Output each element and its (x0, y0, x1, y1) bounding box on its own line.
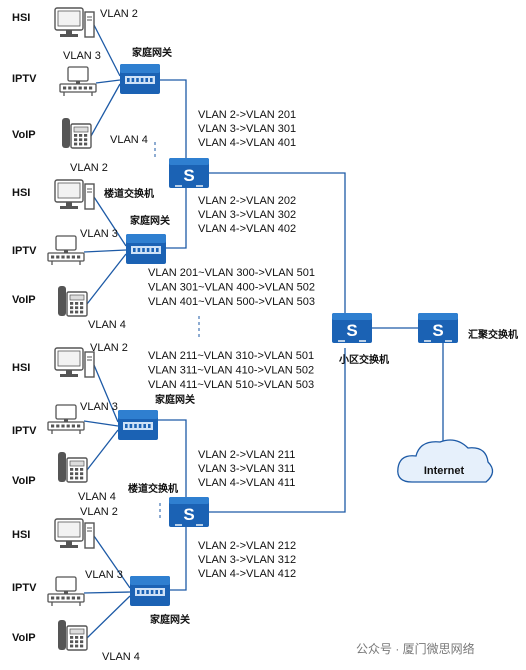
link-floorswitch2-community (206, 348, 346, 513)
vlan-range-mapping-label: VLAN 401~VLAN 500->VLAN 503 (148, 296, 315, 308)
vlan-label: VLAN 4 (110, 134, 148, 146)
vlan-mapping-label: VLAN 2->VLAN 211 (198, 449, 295, 461)
link-tv-gateway-4 (83, 591, 131, 594)
home-gateway-icon (130, 576, 170, 606)
vlan-label: VLAN 2 (90, 342, 128, 354)
vlan-mapping-label: VLAN 3->VLAN 312 (198, 554, 296, 566)
vlan-mapping-label: VLAN 3->VLAN 302 (198, 209, 296, 221)
community-switch-icon: S (332, 313, 372, 343)
vlan-mapping-label: VLAN 2->VLAN 212 (198, 540, 296, 552)
voip-phone-icon (58, 286, 88, 317)
aggregation-switch-label: 汇聚交换机 (468, 328, 518, 341)
floor-switch-1-label: 楼道交换机 (104, 187, 154, 200)
terminal-label-voip: VoIP (12, 294, 36, 306)
iptv-set-top-icon (47, 235, 85, 265)
terminal-label-hsi: HSI (12, 362, 30, 374)
vlan-range-mapping-label: VLAN 301~VLAN 400->VLAN 502 (148, 282, 315, 294)
terminal-label-iptv: IPTV (12, 73, 37, 85)
vlan-label: VLAN 3 (80, 401, 118, 413)
voip-phone-icon (58, 452, 88, 483)
desktop-computer-icon (54, 179, 95, 210)
vlan-label: VLAN 2 (100, 8, 138, 20)
link-pc-gateway-4 (93, 535, 131, 589)
vlan-label: VLAN 4 (78, 491, 116, 503)
link-floorswitch1-community (206, 172, 346, 318)
link-pc-gateway-2 (93, 196, 127, 247)
connection-lines (83, 24, 444, 639)
gateway-label: 家庭网关 (130, 214, 170, 227)
desktop-computer-icon (54, 347, 95, 378)
internet-label: Internet (424, 465, 465, 477)
vlan-mapping-label: VLAN 4->VLAN 401 (198, 137, 296, 149)
vlan-label: VLAN 3 (85, 569, 123, 581)
diagram-nodes: S S S S (47, 7, 494, 651)
vlan-range-mapping-label: VLAN 211~VLAN 310->VLAN 501 (148, 350, 314, 362)
terminal-label-voip: VoIP (12, 632, 36, 644)
link-gw4-floorswitch2 (170, 527, 187, 591)
link-phone-gateway-2 (86, 253, 127, 305)
vlan-label: VLAN 4 (88, 319, 126, 331)
link-tv-gateway-2 (83, 249, 127, 253)
link-tv-gateway-3 (83, 420, 119, 427)
voip-phone-icon (58, 620, 88, 651)
terminal-label-iptv: IPTV (12, 582, 37, 594)
vlan-label: VLAN 3 (80, 228, 118, 240)
terminal-label-iptv: IPTV (12, 425, 37, 437)
vlan-mapping-label: VLAN 4->VLAN 412 (198, 568, 296, 580)
vlan-range-mapping-label: VLAN 411~VLAN 510->VLAN 503 (148, 379, 314, 391)
link-gw2-floorswitch1 (166, 188, 187, 249)
gateway-label: 家庭网关 (155, 393, 195, 406)
switch-glyph: S (183, 505, 194, 524)
aggregation-switch-icon: S (418, 313, 458, 343)
link-gw3-floorswitch2 (158, 419, 187, 497)
voip-phone-icon (62, 118, 92, 149)
community-switch-label: 小区交换机 (338, 353, 389, 366)
link-pc-gateway-1 (93, 24, 121, 77)
internet-cloud-icon (397, 439, 494, 483)
iptv-set-top-icon (59, 66, 97, 96)
terminal-label-iptv: IPTV (12, 245, 37, 257)
vlan-mapping-label: VLAN 3->VLAN 311 (198, 463, 295, 475)
gateway-label: 家庭网关 (132, 46, 172, 59)
vlan-label: VLAN 4 (102, 651, 140, 663)
link-pc-gateway-3 (93, 364, 119, 423)
switch-glyph: S (183, 166, 194, 185)
terminal-label-hsi: HSI (12, 187, 30, 199)
switch-glyph: S (346, 321, 357, 340)
link-gw1-floorswitch1 (160, 79, 187, 158)
vlan-mapping-label: VLAN 4->VLAN 411 (198, 477, 295, 489)
vlan-mapping-label: VLAN 4->VLAN 402 (198, 223, 296, 235)
floor-switch-2-label: 楼道交换机 (128, 482, 178, 495)
vlan-mapping-label: VLAN 2->VLAN 201 (198, 109, 296, 121)
floor-switch-1-icon: S (169, 158, 209, 188)
link-phone-gateway-1 (90, 83, 121, 137)
iptv-set-top-icon (47, 576, 85, 606)
vlan-label: VLAN 2 (70, 162, 108, 174)
vlan-mapping-label: VLAN 3->VLAN 301 (198, 123, 296, 135)
home-gateway-icon (126, 234, 166, 264)
vlan-range-mapping-label: VLAN 201~VLAN 300->VLAN 501 (148, 267, 315, 279)
vlan-range-mapping-label: VLAN 311~VLAN 410->VLAN 502 (148, 365, 314, 377)
desktop-computer-icon (54, 7, 95, 38)
terminal-label-hsi: HSI (12, 12, 30, 24)
diagram-labels: HSI IPTV VoIP VLAN 2 VLAN 3 VLAN 4 家庭网关 HSI IPTV… (12, 8, 518, 663)
floor-switch-2-icon: S (169, 497, 209, 527)
switch-glyph: S (432, 321, 443, 340)
link-phone-gateway-4 (86, 595, 131, 639)
terminal-label-hsi: HSI (12, 529, 30, 541)
link-tv-gateway-1 (95, 79, 121, 84)
terminal-label-voip: VoIP (12, 129, 36, 141)
home-gateway-icon (118, 410, 158, 440)
iptv-set-top-icon (47, 404, 85, 434)
desktop-computer-icon (54, 518, 95, 549)
vlan-mapping-label: VLAN 2->VLAN 202 (198, 195, 296, 207)
link-phone-gateway-3 (86, 429, 119, 471)
terminal-label-voip: VoIP (12, 475, 36, 487)
home-gateway-icon (120, 64, 160, 94)
vlan-label: VLAN 3 (63, 50, 101, 62)
vlan-label: VLAN 2 (80, 506, 118, 518)
watermark-text: 公众号 · 厦门微思网络 (356, 641, 475, 656)
gateway-label: 家庭网关 (150, 613, 190, 626)
